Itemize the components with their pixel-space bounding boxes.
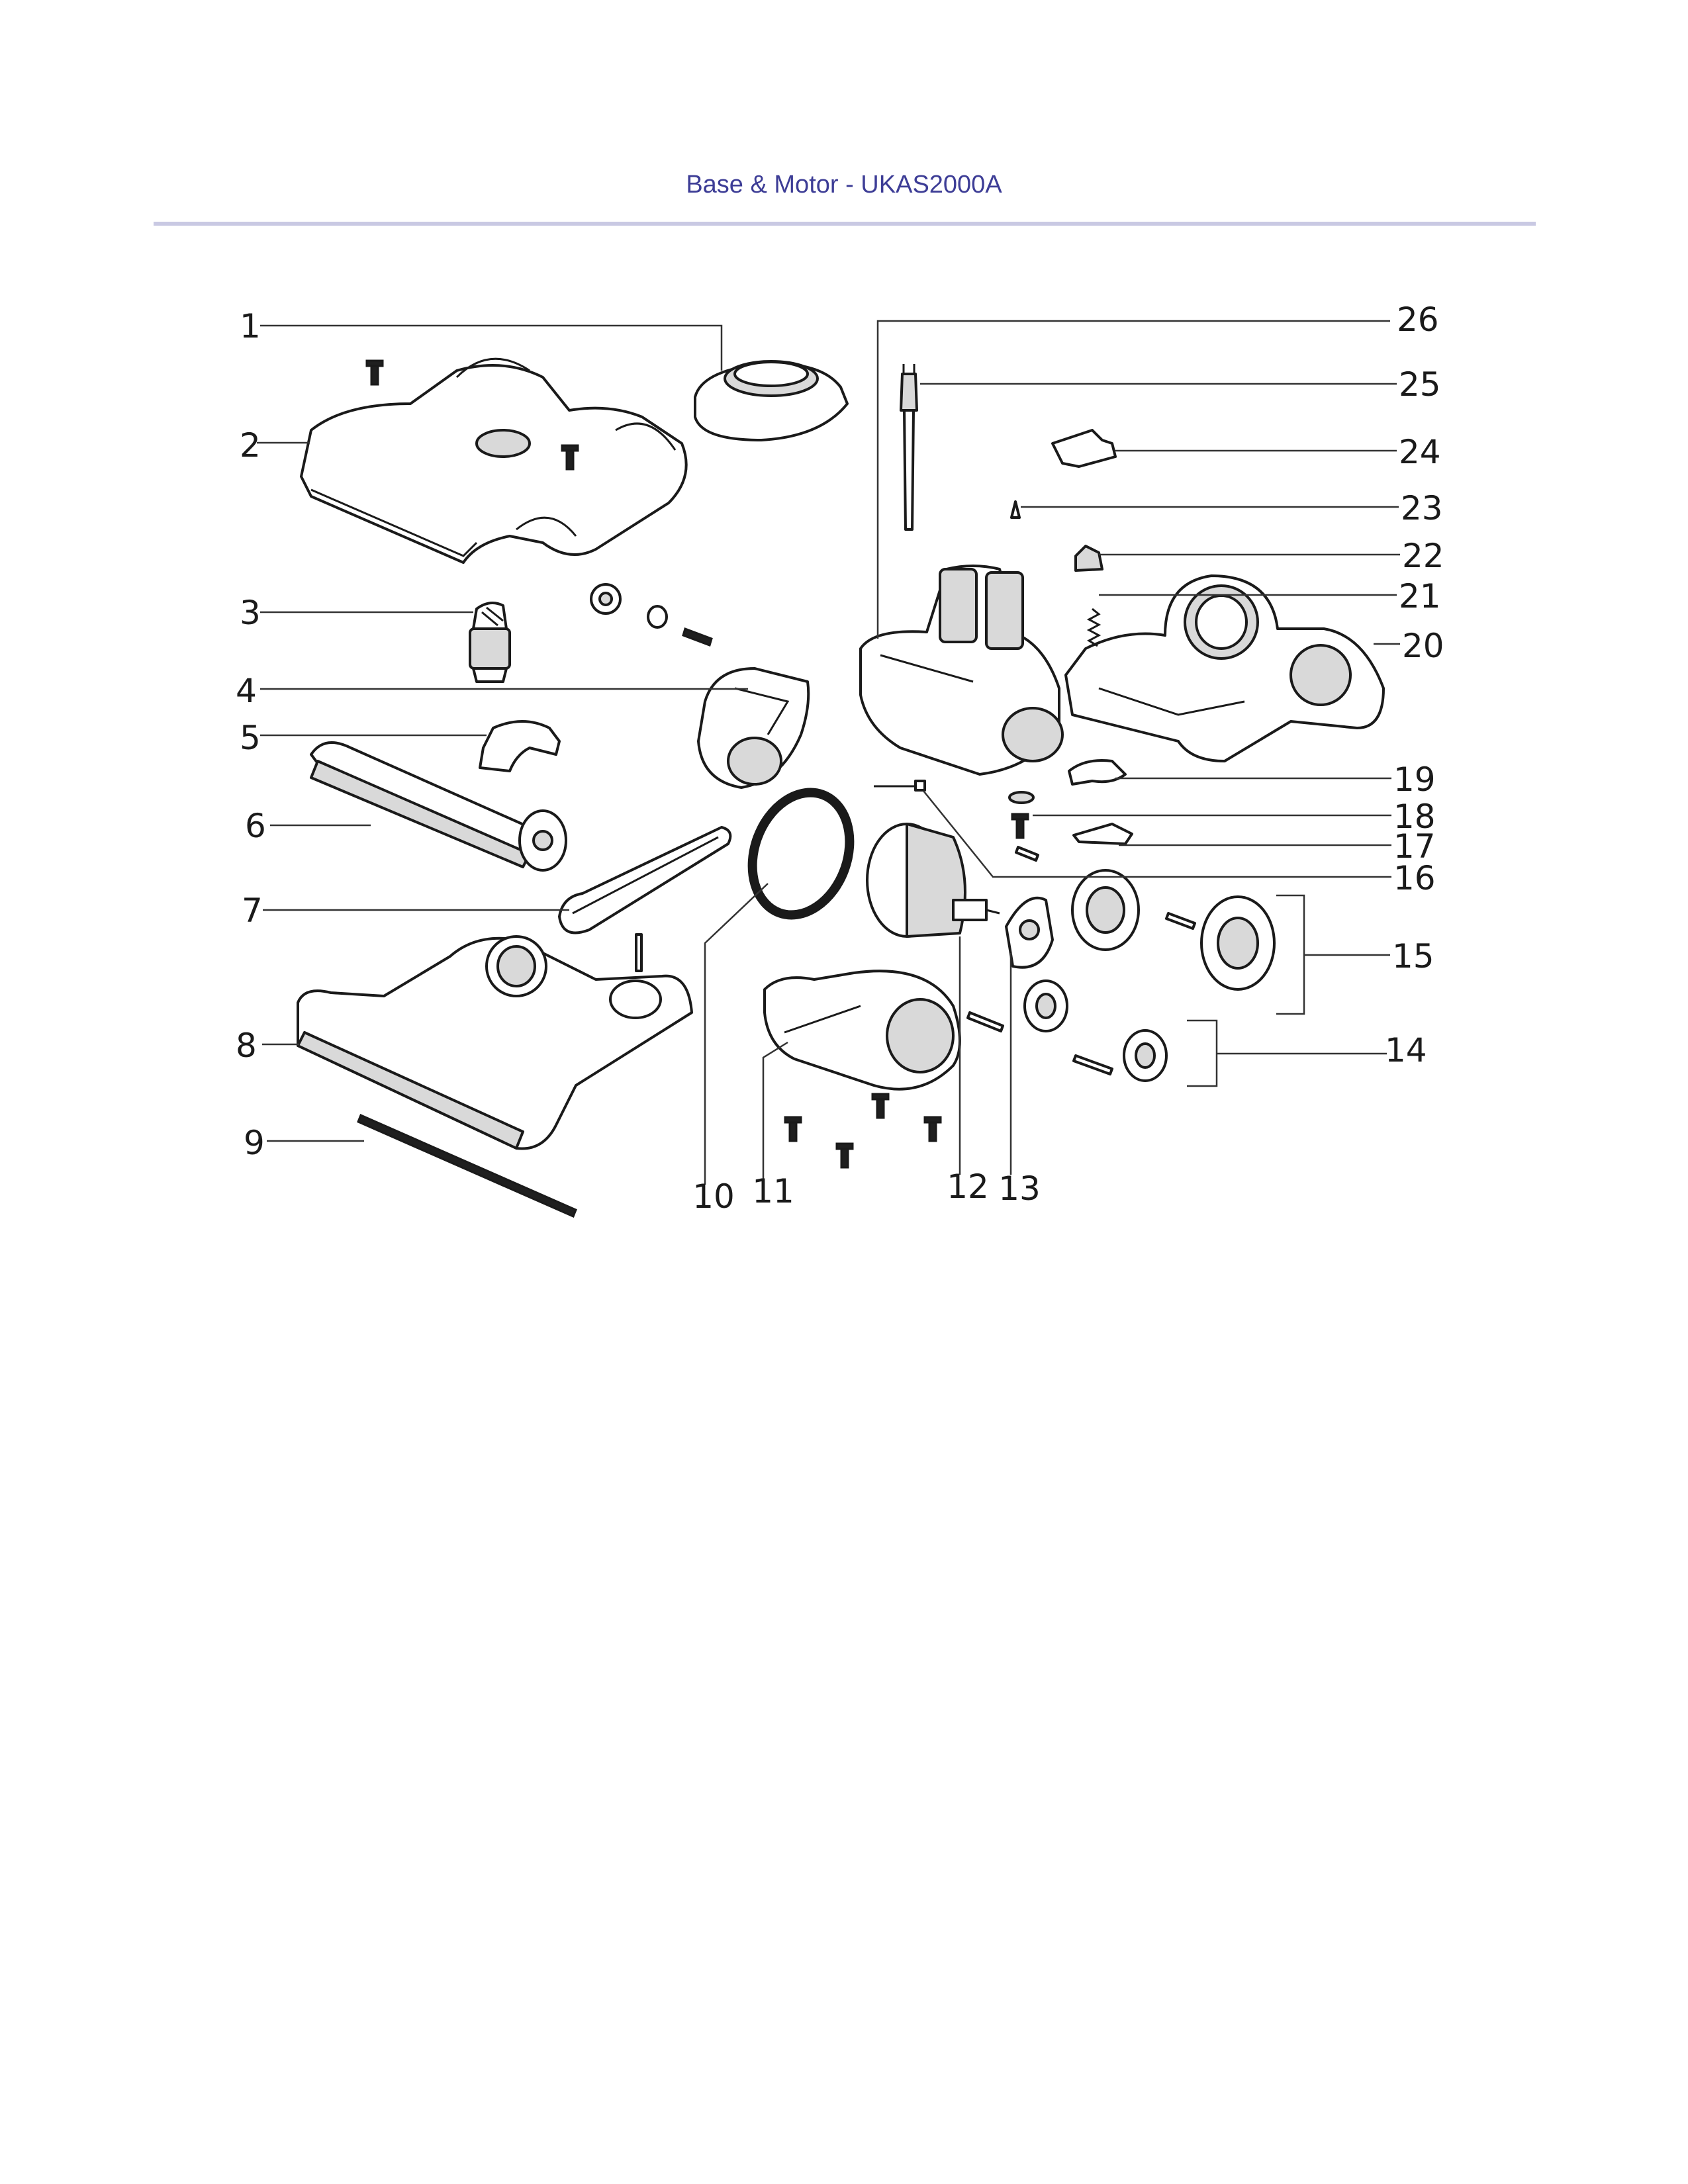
part-13-fan-plate bbox=[1005, 896, 1054, 969]
callout-numbers: 1 2 3 4 5 6 7 8 9 10 11 12 13 14 15 16 1… bbox=[236, 300, 1444, 1216]
part-1-top-cap bbox=[694, 360, 849, 441]
part-9-strip bbox=[357, 1114, 577, 1218]
part-16-19-small-parts bbox=[874, 759, 1133, 862]
callout-17: 17 bbox=[1393, 827, 1436, 866]
callout-20: 20 bbox=[1402, 627, 1444, 665]
callout-22: 22 bbox=[1402, 537, 1444, 575]
callout-8: 8 bbox=[236, 1026, 257, 1065]
callout-24: 24 bbox=[1399, 433, 1441, 471]
part-6-brush-roll bbox=[310, 741, 567, 872]
part-20-rear-frame bbox=[1064, 574, 1385, 762]
part-5-bracket bbox=[479, 720, 561, 772]
part-7-belt bbox=[558, 826, 732, 934]
leader-line-1 bbox=[260, 324, 723, 371]
part-3-valve bbox=[469, 602, 511, 683]
callout-18: 18 bbox=[1393, 797, 1436, 836]
callout-1: 1 bbox=[240, 307, 261, 345]
callout-10: 10 bbox=[692, 1177, 735, 1216]
leader-line-14 bbox=[1187, 1019, 1218, 1087]
part-2-upper-hood bbox=[300, 357, 688, 564]
callout-26: 26 bbox=[1397, 300, 1439, 339]
part-25-cord-plug bbox=[900, 364, 918, 531]
callout-16: 16 bbox=[1393, 859, 1436, 897]
callout-11: 11 bbox=[752, 1172, 794, 1210]
callout-9: 9 bbox=[244, 1124, 265, 1162]
leader-line-15 bbox=[1276, 894, 1305, 1015]
title-divider bbox=[154, 222, 1536, 226]
leader-lines bbox=[257, 320, 1400, 1185]
callout-25: 25 bbox=[1399, 365, 1441, 404]
callout-3: 3 bbox=[240, 594, 261, 632]
callout-14: 14 bbox=[1385, 1031, 1427, 1069]
part-11-motor-cover bbox=[763, 970, 961, 1169]
part-15-large-wheels bbox=[1071, 869, 1276, 991]
leader-line-10 bbox=[704, 883, 769, 1185]
part-26-filter-housing bbox=[859, 565, 1064, 776]
part-21-spring bbox=[1086, 608, 1102, 647]
part-4-housing bbox=[697, 667, 810, 789]
callout-12: 12 bbox=[947, 1167, 989, 1206]
callout-21: 21 bbox=[1399, 577, 1441, 615]
part-small-hub-set bbox=[590, 583, 713, 647]
leader-line-26 bbox=[876, 320, 1390, 639]
part-10-ring bbox=[747, 788, 855, 920]
callout-4: 4 bbox=[236, 672, 257, 710]
callout-2: 2 bbox=[240, 426, 261, 465]
part-8-base bbox=[297, 933, 693, 1150]
part-23-pin bbox=[1010, 500, 1021, 519]
part-12-motor bbox=[866, 823, 1000, 938]
leader-line-16 bbox=[923, 790, 1391, 878]
callout-7: 7 bbox=[242, 891, 263, 930]
callout-5: 5 bbox=[240, 719, 261, 757]
page-title: Base & Motor - UKAS2000A bbox=[686, 171, 1002, 199]
leader-line-11 bbox=[762, 1041, 788, 1185]
callout-23: 23 bbox=[1401, 489, 1443, 527]
part-24-pedal bbox=[1051, 429, 1117, 468]
callout-6: 6 bbox=[245, 807, 266, 845]
callout-13: 13 bbox=[998, 1169, 1041, 1208]
part-14-small-wheels bbox=[966, 979, 1168, 1082]
callout-19: 19 bbox=[1393, 760, 1436, 799]
callout-15: 15 bbox=[1392, 937, 1434, 976]
part-22-latch bbox=[1074, 545, 1103, 572]
